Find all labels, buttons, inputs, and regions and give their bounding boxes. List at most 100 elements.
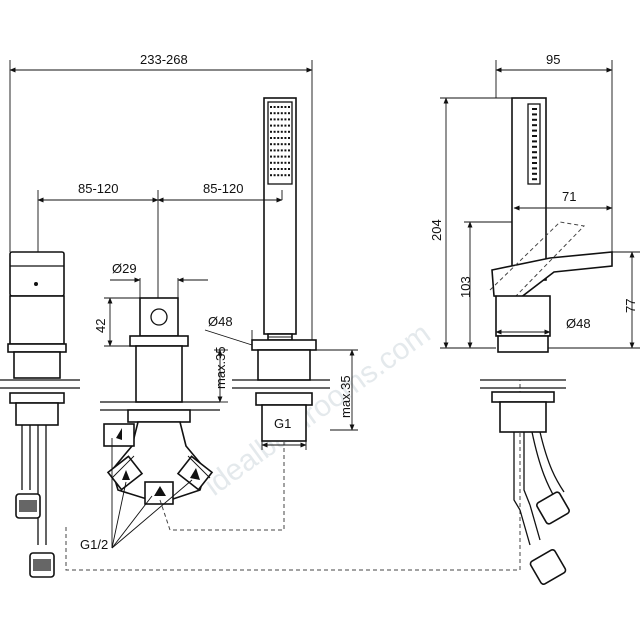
- nozzle-dot: [270, 124, 272, 127]
- nozzle-dot: [280, 174, 283, 177]
- nozzle-dot: [280, 161, 283, 164]
- nozzle-dot: [270, 106, 272, 108]
- nozzle-dot: [532, 167, 537, 170]
- nozzle-dot: [273, 118, 276, 121]
- dim-side-reach-71: 71: [562, 189, 576, 204]
- nozzle-dot: [284, 155, 287, 158]
- nozzle-dot: [532, 162, 537, 164]
- nozzle-dot: [277, 174, 280, 177]
- nozzle-dot: [532, 178, 537, 181]
- nozzle-dot: [277, 137, 280, 139]
- nozzle-dot: [280, 149, 283, 152]
- dim-diameter-29: Ø29: [112, 261, 137, 276]
- nozzle-dot: [270, 174, 272, 177]
- nozzle-dot: [273, 149, 276, 152]
- diverter-valve: [100, 297, 220, 505]
- nozzle-dot: [277, 168, 280, 170]
- nozzle-dot: [532, 113, 537, 116]
- nozzle-dot: [532, 140, 537, 143]
- nozzle-dot: [284, 118, 287, 121]
- nozzle-dot: [288, 168, 290, 170]
- nozzle-dot: [284, 149, 287, 152]
- nozzle-dot: [273, 124, 276, 127]
- nozzle-dot: [288, 124, 290, 127]
- dim-overall-width: 233-268: [140, 52, 188, 67]
- nozzle-dot: [532, 145, 537, 148]
- nozzle-dot: [288, 130, 290, 133]
- dim-height-42: 42: [93, 319, 108, 333]
- dim-side-height-77: 77: [623, 299, 638, 313]
- nozzle-dot: [273, 143, 276, 146]
- nozzle-dot: [284, 130, 287, 133]
- nozzle-dot: [288, 161, 290, 164]
- nozzle-dot: [270, 143, 272, 146]
- dim-side-height-103: 103: [458, 276, 473, 298]
- nozzle-dot: [270, 118, 272, 121]
- nozzle-dot: [277, 161, 280, 164]
- nozzle-dot: [288, 137, 290, 139]
- dim-max35-right: max.35: [338, 375, 353, 418]
- nozzle-dot: [284, 106, 287, 108]
- watermark-text: idealbathrooms.com: [199, 317, 437, 502]
- nozzle-dot: [532, 118, 537, 121]
- nozzle-dot: [288, 174, 290, 177]
- nozzle-dot: [532, 172, 537, 175]
- nozzle-dot: [284, 124, 287, 127]
- left-mixer: [0, 251, 80, 578]
- dim-side-height-204: 204: [429, 219, 444, 241]
- nozzle-dot: [270, 112, 272, 115]
- nozzle-dot: [273, 168, 276, 170]
- nozzle-dot: [273, 137, 276, 139]
- nozzle-dot: [288, 112, 290, 115]
- nozzle-dot: [273, 161, 276, 164]
- nozzle-dot: [288, 149, 290, 152]
- nozzle-dot: [284, 161, 287, 164]
- nozzle-dot: [532, 135, 537, 137]
- side-view: [480, 97, 613, 585]
- nozzle-dot: [280, 118, 283, 121]
- nozzle-dot: [532, 156, 537, 159]
- dim-thread-g12: G1/2: [80, 537, 108, 552]
- dim-diameter-48-front: Ø48: [208, 314, 233, 329]
- dim-max35-left: max.35: [213, 346, 228, 389]
- nozzle-dot: [277, 130, 280, 133]
- nozzle-dot: [273, 130, 276, 133]
- nozzle-dot: [270, 137, 272, 139]
- nozzle-dot: [277, 106, 280, 108]
- dim-side-width: 95: [546, 52, 560, 67]
- nozzle-dot: [284, 174, 287, 177]
- nozzle-dot: [284, 143, 287, 146]
- nozzle-dot: [270, 149, 272, 152]
- shower-nozzles: [270, 106, 290, 177]
- nozzle-dot: [288, 106, 290, 108]
- nozzle-dot: [280, 124, 283, 127]
- nozzle-dot: [270, 155, 272, 158]
- nozzle-dot: [280, 155, 283, 158]
- nozzle-dot: [277, 124, 280, 127]
- nozzle-dot: [273, 174, 276, 177]
- dim-spacing-left: 85-120: [78, 181, 118, 196]
- nozzle-dot: [532, 129, 537, 132]
- nozzle-dot: [277, 155, 280, 158]
- nozzle-dot: [280, 137, 283, 139]
- dim-spacing-right: 85-120: [203, 181, 243, 196]
- nozzle-dot: [532, 124, 537, 127]
- nozzle-dot: [280, 130, 283, 133]
- hose-route-mixer: [65, 380, 521, 571]
- dim-diameter-48-side: Ø48: [566, 316, 591, 331]
- nozzle-dot: [270, 161, 272, 164]
- nozzle-dot: [532, 151, 537, 154]
- nozzle-dot: [288, 143, 290, 146]
- nozzle-dot: [280, 112, 283, 115]
- hand-shower: [232, 97, 330, 442]
- nozzle-dot: [280, 106, 283, 108]
- nozzle-dot: [280, 143, 283, 146]
- nozzle-dot: [284, 112, 287, 115]
- nozzle-dot: [270, 168, 272, 170]
- nozzle-dot: [288, 155, 290, 158]
- nozzle-dot: [532, 108, 537, 110]
- nozzle-dot: [273, 155, 276, 158]
- nozzle-dot: [273, 106, 276, 108]
- nozzle-dot: [280, 168, 283, 170]
